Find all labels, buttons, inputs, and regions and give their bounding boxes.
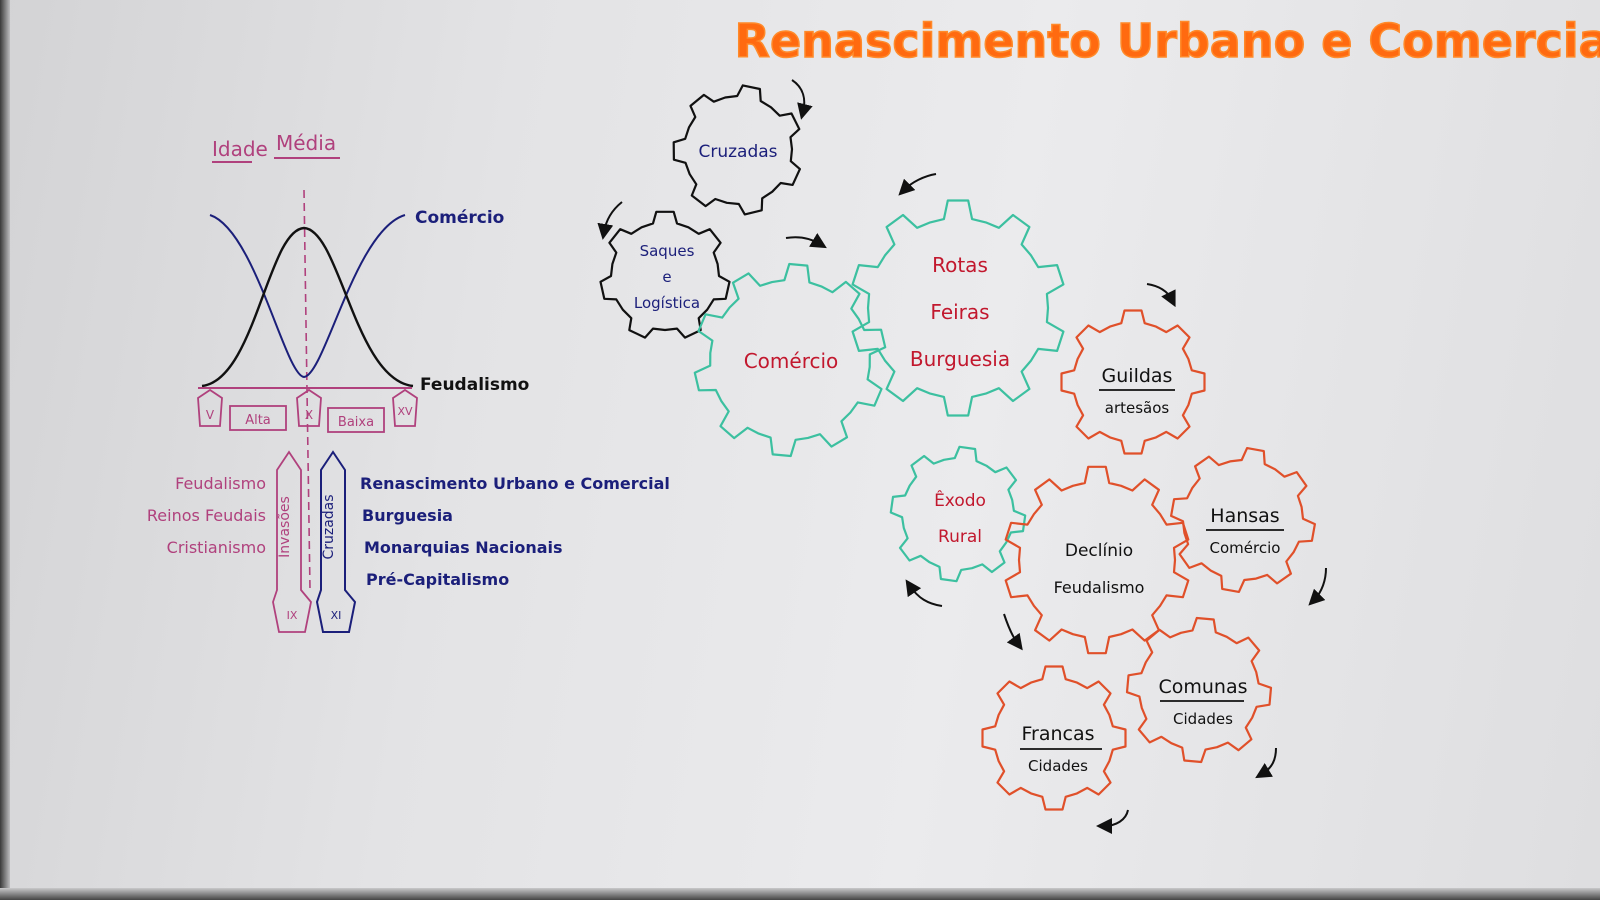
feudalism-curve [201, 226, 414, 388]
marker-v: V [206, 408, 215, 422]
gear-guildas [1060, 309, 1206, 455]
gear-rotas-label-1: Rotas [932, 253, 988, 277]
invasoes-column-shape [272, 450, 312, 633]
rotation-arrow [1096, 809, 1129, 834]
gear-saques-label-3: Logística [634, 294, 700, 312]
period-alta-box [229, 405, 287, 431]
left-list-item: Cristianismo [167, 538, 266, 557]
gear-declinio-label-1: Declínio [1065, 541, 1133, 561]
gear-saques-label-2: e [662, 268, 671, 286]
gear-guildas-subtitle: artesãos [1105, 399, 1170, 417]
board-frame-bottom [0, 888, 1600, 900]
gear-hansas-title: Hansas [1210, 505, 1279, 527]
left-list-item: Reinos Feudais [147, 506, 266, 525]
commerce-curve [209, 214, 406, 379]
gear-comunas-subtitle: Cidades [1173, 710, 1233, 728]
rotation-arrow [597, 201, 623, 240]
left-list-item: Feudalismo [175, 474, 266, 493]
gear-rotas-feiras-burguesia [851, 199, 1065, 417]
gear-saques-label-1: Saques [640, 242, 695, 260]
marker-xv: XV [397, 405, 413, 418]
right-list-item: Monarquias Nacionais [364, 538, 563, 557]
gear-guildas-title: Guildas [1102, 365, 1173, 387]
gear-francas-subtitle: Cidades [1028, 757, 1088, 775]
rotation-arrow [1308, 567, 1327, 606]
gear-cruzadas-label: Cruzadas [698, 142, 777, 162]
timeline-heading-idade: Idade [212, 137, 268, 161]
board-frame-left [0, 0, 10, 900]
gear-rotas-label-3: Burguesia [910, 347, 1010, 371]
feudalism-curve-label: Feudalismo [420, 375, 529, 395]
rotation-arrow [905, 579, 943, 607]
period-baixa: Baixa [338, 415, 374, 430]
rotation-arrow [785, 233, 827, 249]
timeline-heading-media: Média [276, 131, 336, 155]
right-list-item: Pré-Capitalismo [366, 570, 509, 589]
right-list-item: Renascimento Urbano e Comercial [360, 474, 670, 493]
gear-cruzadas [672, 84, 801, 216]
rotation-arrow [1255, 747, 1277, 779]
century-xi: XI [331, 609, 342, 622]
gear-exodo-label-1: Êxodo [934, 489, 986, 511]
rotation-arrow [1003, 613, 1023, 651]
rotation-arrow [898, 173, 937, 196]
gear-hansas [1170, 447, 1316, 593]
gear-comunas [1125, 616, 1273, 764]
period-baixa-box [327, 407, 385, 433]
rotation-arrow [791, 79, 813, 120]
column-cruzadas: Cruzadas [321, 494, 337, 559]
midpoint-dashed-line [303, 189, 311, 591]
gear-francas [981, 665, 1127, 811]
timeline-section: Idade Média Comércio Feudalismo V X XV [147, 131, 670, 633]
gears-section: Cruzadas Saques e Logística Comércio Rot… [597, 79, 1327, 834]
page-title: Renascimento Urbano e Comercial [735, 14, 1600, 68]
century-ix: IX [287, 609, 298, 622]
marker-x-shape [296, 388, 322, 427]
gear-declinio-feudalismo [1004, 465, 1190, 655]
marker-xv-shape [392, 388, 418, 427]
marker-v-shape [197, 388, 223, 427]
column-invasoes: Invasões [277, 496, 293, 558]
gear-saques-logistica [599, 210, 731, 339]
gear-exodo-label-2: Rural [938, 527, 982, 547]
commerce-curve-label: Comércio [415, 208, 504, 228]
right-list-item: Burguesia [362, 506, 453, 525]
gear-hansas-subtitle: Comércio [1210, 539, 1281, 557]
gear-comercio-label: Comércio [744, 349, 839, 373]
gear-declinio-label-2: Feudalismo [1054, 578, 1145, 597]
cruzadas-column-shape [315, 450, 357, 633]
gear-exodo-rural [889, 445, 1027, 583]
period-alta: Alta [245, 413, 271, 428]
rotation-arrow [1146, 283, 1176, 308]
gear-rotas-label-2: Feiras [930, 300, 989, 324]
gear-francas-title: Francas [1021, 723, 1094, 745]
gear-comercio [693, 262, 887, 458]
marker-x: X [305, 408, 313, 422]
gear-comunas-title: Comunas [1158, 676, 1247, 698]
